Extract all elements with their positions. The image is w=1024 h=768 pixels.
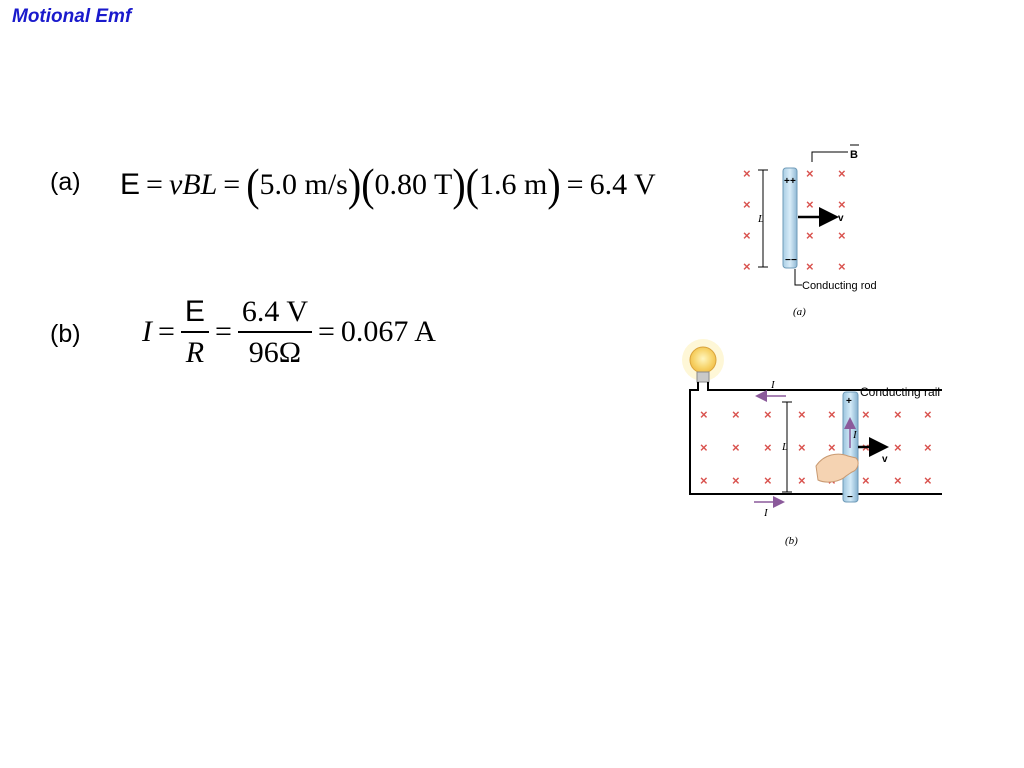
velocity-value: 5.0 m/s (259, 168, 348, 201)
velocity-label: v (838, 213, 844, 224)
eq-sign: = (214, 315, 232, 348)
fraction-numerator: E (180, 295, 209, 333)
field-cross: × (764, 407, 772, 422)
equation-b: I = E R = 6.4 V 96Ω = 0.067 A (142, 292, 436, 372)
length-label: L (781, 441, 788, 453)
field-cross: × (743, 228, 751, 243)
field-cross: × (924, 473, 932, 488)
field-cross: × (798, 473, 806, 488)
slide-title: Motional Emf (12, 6, 132, 27)
field-cross: × (894, 440, 902, 455)
hand-icon (815, 453, 859, 483)
field-cross: × (828, 407, 836, 422)
field-cross: × (924, 407, 932, 422)
part-b-label: (b) (50, 320, 81, 348)
field-cross: × (924, 440, 932, 455)
part-a-label: (a) (50, 168, 81, 196)
minus-sign: − (785, 255, 791, 266)
plus-sign: + (790, 176, 796, 187)
emf-symbol: E (120, 168, 141, 201)
fraction-numerator-value: 6.4 V (237, 295, 312, 333)
field-cross: × (828, 440, 836, 455)
field-cross: × (838, 259, 846, 274)
bulb-base (696, 371, 710, 383)
field-cross: × (798, 407, 806, 422)
field-cross: × (743, 166, 751, 181)
minus-sign: − (791, 255, 797, 266)
current-label-bottom: I (763, 507, 769, 519)
field-cross: × (894, 407, 902, 422)
figure-a: × × × × × × × × × × × × B L + + − − v Co… (743, 144, 877, 318)
fraction-denominator: R (185, 336, 205, 369)
field-cross: × (806, 228, 814, 243)
eq-sign: = (223, 168, 241, 201)
eq-sign: = (566, 168, 584, 201)
eq-sign: = (317, 315, 335, 348)
field-label: B (850, 149, 858, 161)
velocity-label: v (882, 454, 888, 465)
fraction-values: 6.4 V 96Ω (237, 295, 312, 369)
figure-b-caption: (b) (785, 535, 798, 547)
rail-label: Conducting rail (860, 385, 940, 399)
field-cross: × (732, 407, 740, 422)
fraction-emf-over-r: E R (180, 295, 209, 369)
field-value: 0.80 T (374, 168, 453, 201)
minus-sign: − (847, 492, 853, 503)
field-cross: × (700, 440, 708, 455)
field-cross: × (732, 473, 740, 488)
field-cross: × (764, 473, 772, 488)
rod-label: Conducting rod (802, 280, 877, 292)
field-cross: × (862, 473, 870, 488)
length-label: L (757, 213, 764, 225)
field-cross: × (806, 259, 814, 274)
conducting-rod (782, 167, 798, 269)
vbl-expression: vBL (168, 168, 218, 201)
field-cross: × (743, 197, 751, 212)
equation-a: E = vBL = (5.0 m/s) (0.80 T) (1.6 m) = 6… (120, 158, 656, 211)
field-cross: × (838, 197, 846, 212)
eq-sign: = (158, 315, 175, 348)
plus-sign: + (784, 176, 790, 187)
field-cross: × (838, 166, 846, 181)
field-cross: × (700, 473, 708, 488)
field-cross: × (700, 407, 708, 422)
fraction-denominator-value: 96Ω (248, 336, 302, 369)
field-cross: × (798, 440, 806, 455)
current-result: 0.067 A (340, 315, 436, 348)
emf-result: 6.4 V (589, 168, 656, 201)
figure-a-caption: (a) (793, 306, 806, 318)
length-value: 1.6 m (478, 168, 548, 201)
field-cross: × (806, 197, 814, 212)
field-cross: × (743, 259, 751, 274)
figure-b: × × × × × × × × × × × × × × × × × × × × … (682, 339, 942, 547)
current-label-top: I (770, 379, 776, 391)
field-cross: × (806, 166, 814, 181)
field-cross: × (764, 440, 772, 455)
light-bulb-icon (689, 346, 717, 374)
field-cross: × (732, 440, 740, 455)
field-cross: × (862, 407, 870, 422)
field-cross: × (894, 473, 902, 488)
plus-sign: + (846, 396, 852, 407)
field-cross: × (838, 228, 846, 243)
current-label-rod: I (852, 429, 858, 441)
current-symbol: I (142, 315, 152, 348)
eq-sign: = (146, 168, 163, 201)
